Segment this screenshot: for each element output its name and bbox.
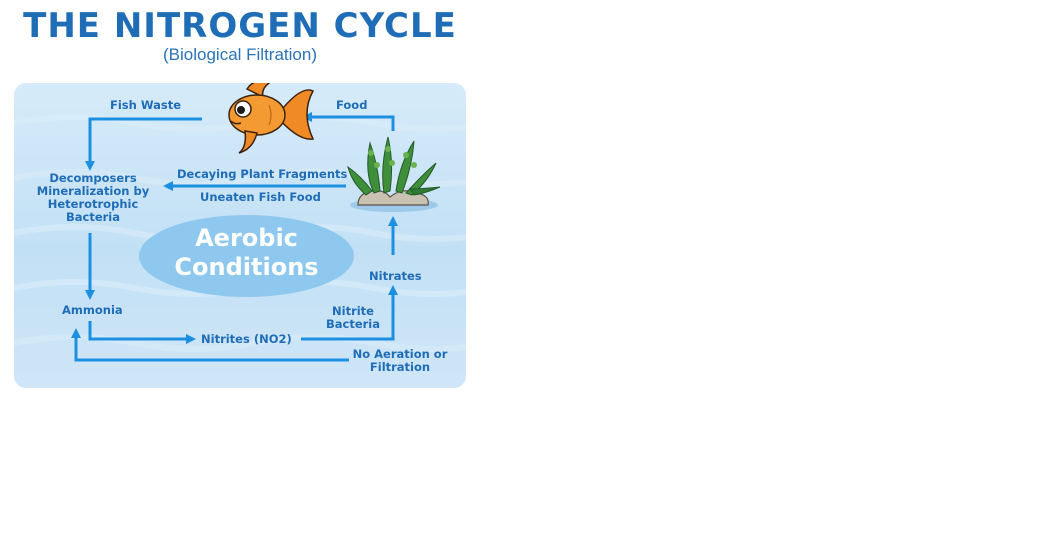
label-fish-waste: Fish Waste [110,98,182,112]
aerobic-conditions-label: Aerobic Conditions [139,224,354,282]
label-decomposers: Decomposers Mineralization by Heterotrop… [30,172,156,224]
arrow-fish-waste [85,117,202,171]
aerobic-line-2: Conditions [174,253,319,281]
label-nitrite-bacteria: Nitrite Bacteria [320,305,386,331]
arrow-ammonia-nitrites [88,321,196,344]
page-subtitle: (Biological Filtration) [163,45,317,64]
label-uneaten-fish-food: Uneaten Fish Food [200,190,321,204]
label-no-aeration: No Aeration or Filtration [350,348,450,374]
nitrite-bacteria-line-1: Nitrite [332,304,374,318]
page-title: THE NITROGEN CYCLE [23,6,457,46]
arrow-nitrites-nitrates [301,285,398,341]
no-aeration-line-1: No Aeration or [352,347,448,361]
arrow-no-aeration [71,328,349,362]
no-aeration-line-2: Filtration [369,360,431,374]
decomposers-line-2: Mineralization by [36,184,150,198]
cycle-panel: Aerobic Conditions [14,83,466,388]
label-nitrites: Nitrites (NO2) [201,332,292,346]
aerobic-oval [139,215,354,297]
aquarium-plant-icon [347,136,441,212]
goldfish-icon [228,83,315,154]
aerobic-line-1: Aerobic [195,224,298,252]
nitrite-bacteria-line-2: Bacteria [325,317,380,331]
label-ammonia: Ammonia [62,303,123,317]
decomposers-line-3: Heterotrophic [47,197,139,211]
label-decaying-plant-fragments: Decaying Plant Fragments [177,167,348,181]
decomposers-line-4: Bacteria [65,210,120,224]
label-food: Food [336,98,368,112]
decomposers-line-1: Decomposers [49,171,137,185]
cycle-arrows [71,112,398,362]
arrow-food [302,112,395,131]
label-nitrates: Nitrates [369,269,422,283]
